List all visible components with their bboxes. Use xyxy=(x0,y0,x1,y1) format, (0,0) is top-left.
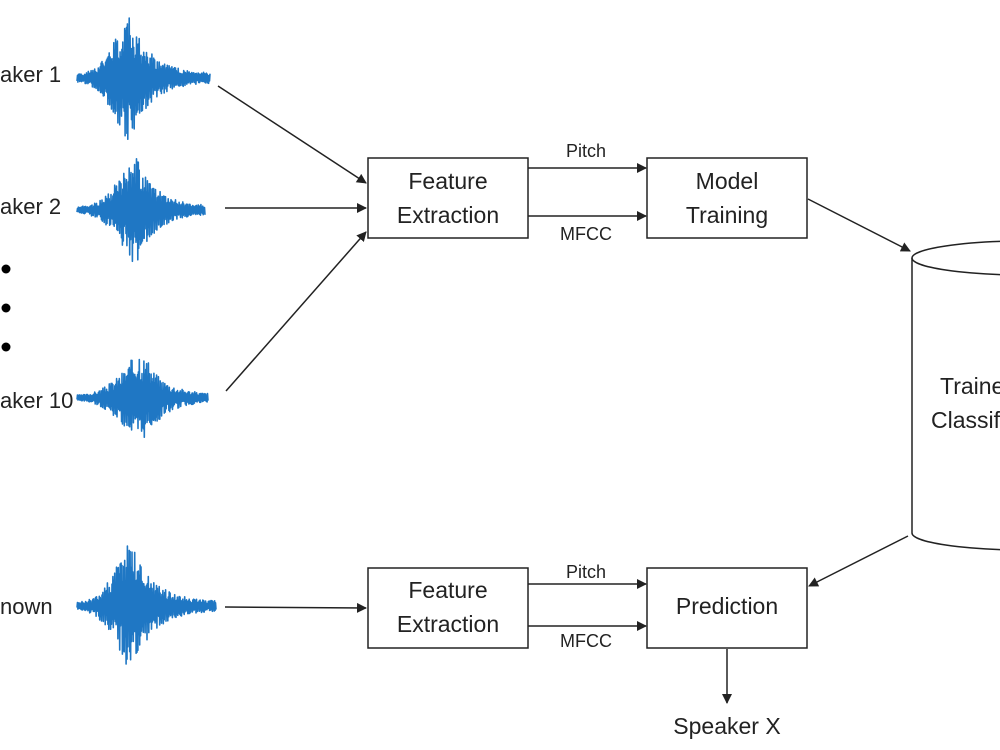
waveform-trace xyxy=(76,158,206,263)
pitch-label-test: Pitch xyxy=(566,562,606,582)
trained-classifier-cylinder xyxy=(911,240,1000,551)
unknown-speaker-label: nown xyxy=(0,594,53,619)
arrow-speaker-10-to-feature-extraction xyxy=(225,231,367,392)
speaker-2-label: aker 2 xyxy=(0,194,61,219)
feature-extraction-box-test xyxy=(367,567,529,649)
speaker-x-output-label: Speaker X xyxy=(673,713,780,739)
arrow-speaker-1-to-feature-extraction xyxy=(217,85,367,184)
arrow-classifier-to-prediction xyxy=(808,535,909,587)
feature-extraction-line1-test: Feature xyxy=(408,577,487,603)
waveform-speaker-10 xyxy=(76,358,209,438)
feature-extraction-line2-train: Extraction xyxy=(397,202,499,228)
classifier-label-line2: Classif xyxy=(931,407,1000,433)
dot xyxy=(1,342,11,352)
prediction-box xyxy=(646,567,808,649)
pitch-label-train: Pitch xyxy=(566,141,606,161)
speaker-1-label: aker 1 xyxy=(0,62,61,87)
speaker-10-label: aker 10 xyxy=(0,388,73,413)
dot xyxy=(1,303,11,313)
prediction-label: Prediction xyxy=(676,593,778,619)
ellipsis-dots xyxy=(1,264,11,352)
mfcc-label-train: MFCC xyxy=(560,224,612,244)
arrow-model-training-to-classifier xyxy=(807,198,911,252)
dot xyxy=(1,264,11,274)
arrow-unknown-to-feature-extraction xyxy=(224,602,367,613)
model-training-line1: Model xyxy=(696,168,759,194)
waveform-speaker-2 xyxy=(76,158,206,263)
waveform-unknown xyxy=(76,545,217,665)
classifier-label-line1: Traine xyxy=(940,373,1000,399)
feature-extraction-line1-train: Feature xyxy=(408,168,487,194)
waveform-trace xyxy=(76,17,211,140)
waveform-trace xyxy=(76,358,209,438)
waveform-trace xyxy=(76,545,217,665)
model-training-line2: Training xyxy=(686,202,768,228)
feature-extraction-line2-test: Extraction xyxy=(397,611,499,637)
mfcc-label-test: MFCC xyxy=(560,631,612,651)
model-training-box xyxy=(646,157,808,239)
feature-extraction-box-train xyxy=(367,157,529,239)
waveform-speaker-1 xyxy=(76,17,211,140)
